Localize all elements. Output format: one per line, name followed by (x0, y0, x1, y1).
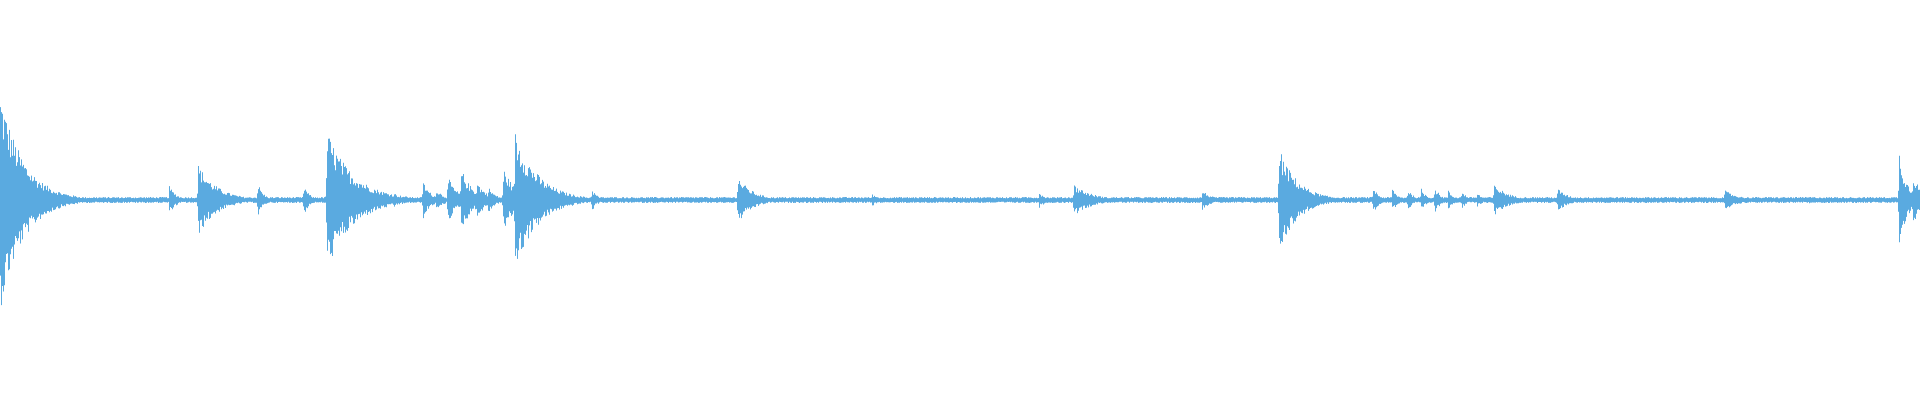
waveform-trace (0, 107, 1920, 306)
